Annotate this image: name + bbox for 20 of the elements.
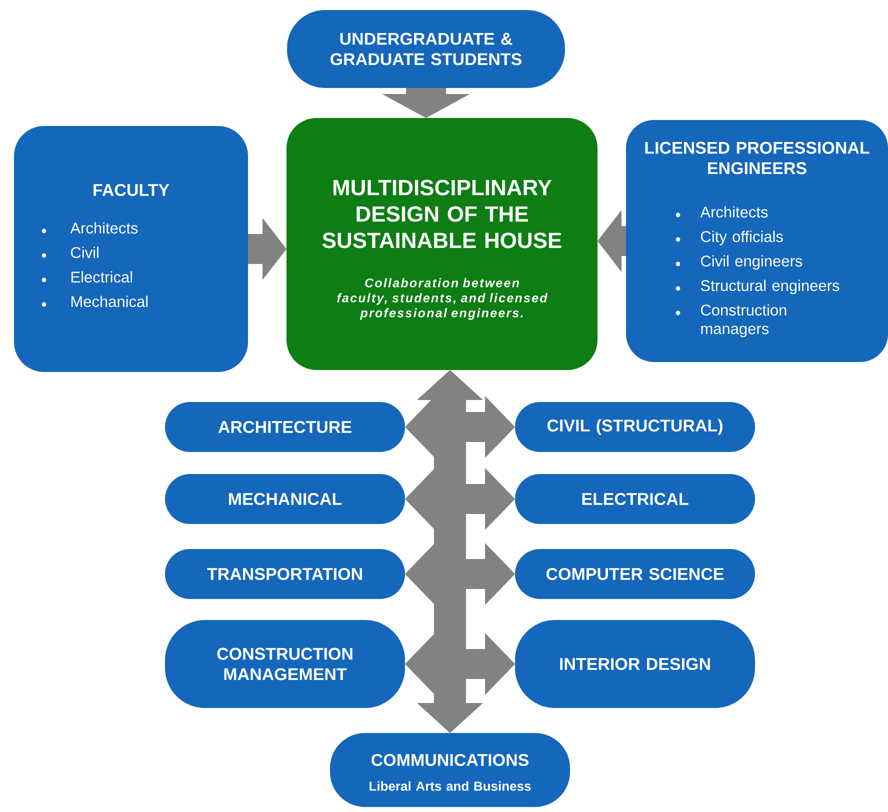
block-arrow: [405, 633, 515, 695]
label-box: CONSTRUCTION MANAGEMENT: [165, 620, 405, 708]
block-arrow: [405, 543, 515, 605]
block-arrow: [405, 396, 515, 458]
label-box: CIVIL (STRUCTURAL): [515, 402, 755, 452]
block-arrow: [405, 468, 515, 530]
label-box: MECHANICAL: [165, 474, 405, 524]
label-box: TRANSPORTATION: [165, 549, 405, 599]
central-box: MULTIDISCIPLINARY DESIGN OF THE SUSTAINABLE HOUSE Collaboration between faculty, students, and licensed professional engineers.: [286, 118, 598, 370]
list-box: LICENSED PROFESSIONAL ENGINEERS Architects City officials Civil engineers Structural engineers Construction managers: [626, 120, 888, 362]
label-box: COMPUTER SCIENCE: [515, 549, 755, 599]
label-box: ARCHITECTURE: [165, 402, 405, 452]
block-arrow: [382, 88, 470, 118]
label-box: INTERIOR DESIGN: [515, 620, 755, 708]
label-box: ELECTRICAL: [515, 474, 755, 524]
label-box: UNDERGRADUATE & GRADUATE STUDENTS: [287, 10, 565, 88]
block-arrow: [598, 210, 626, 272]
block-arrow: [248, 218, 286, 280]
label-box: COMMUNICATIONS Liberal Arts and Business: [330, 733, 570, 807]
list-box: FACULTY Architects Civil Electrical Mechanical: [14, 126, 248, 372]
